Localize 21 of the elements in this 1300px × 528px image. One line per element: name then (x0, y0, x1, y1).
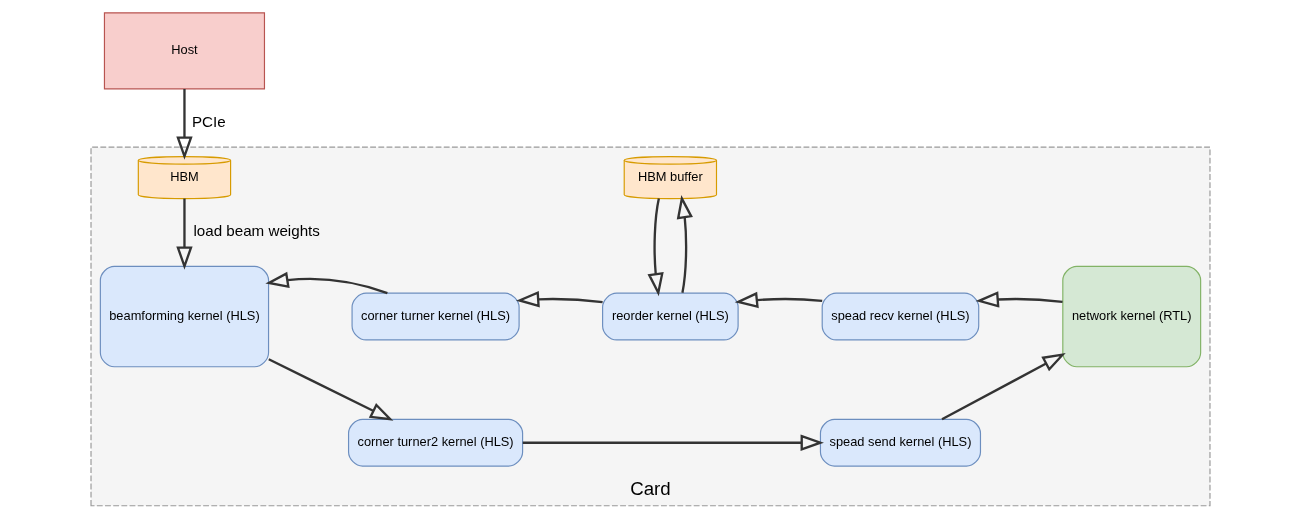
node-box: corner turner kernel (HLS) (351, 292, 520, 341)
arrow (522, 434, 824, 451)
arrow (267, 358, 393, 421)
node-box: spead recv kernel (HLS) (821, 292, 979, 341)
node-box: spead send kernel (HLS) (819, 418, 981, 467)
node-box: Host (103, 12, 265, 90)
arrow (175, 89, 193, 160)
arrow (975, 291, 1063, 308)
arrow (734, 291, 822, 309)
arrow (676, 195, 693, 293)
arrow (940, 353, 1066, 421)
edge-label: PCIe (191, 112, 226, 130)
node-box: network kernel (RTL) (1061, 265, 1201, 368)
node-box: reorder kernel (HLS) (601, 292, 739, 341)
arrow (175, 198, 193, 270)
arrow (264, 271, 388, 295)
arrow (515, 291, 603, 308)
arrow (647, 198, 664, 297)
edge-label: load beam weights (192, 222, 320, 240)
node-box: beamforming kernel (HLS) (99, 265, 269, 368)
node-box: corner turner2 kernel (HLS) (347, 418, 523, 467)
